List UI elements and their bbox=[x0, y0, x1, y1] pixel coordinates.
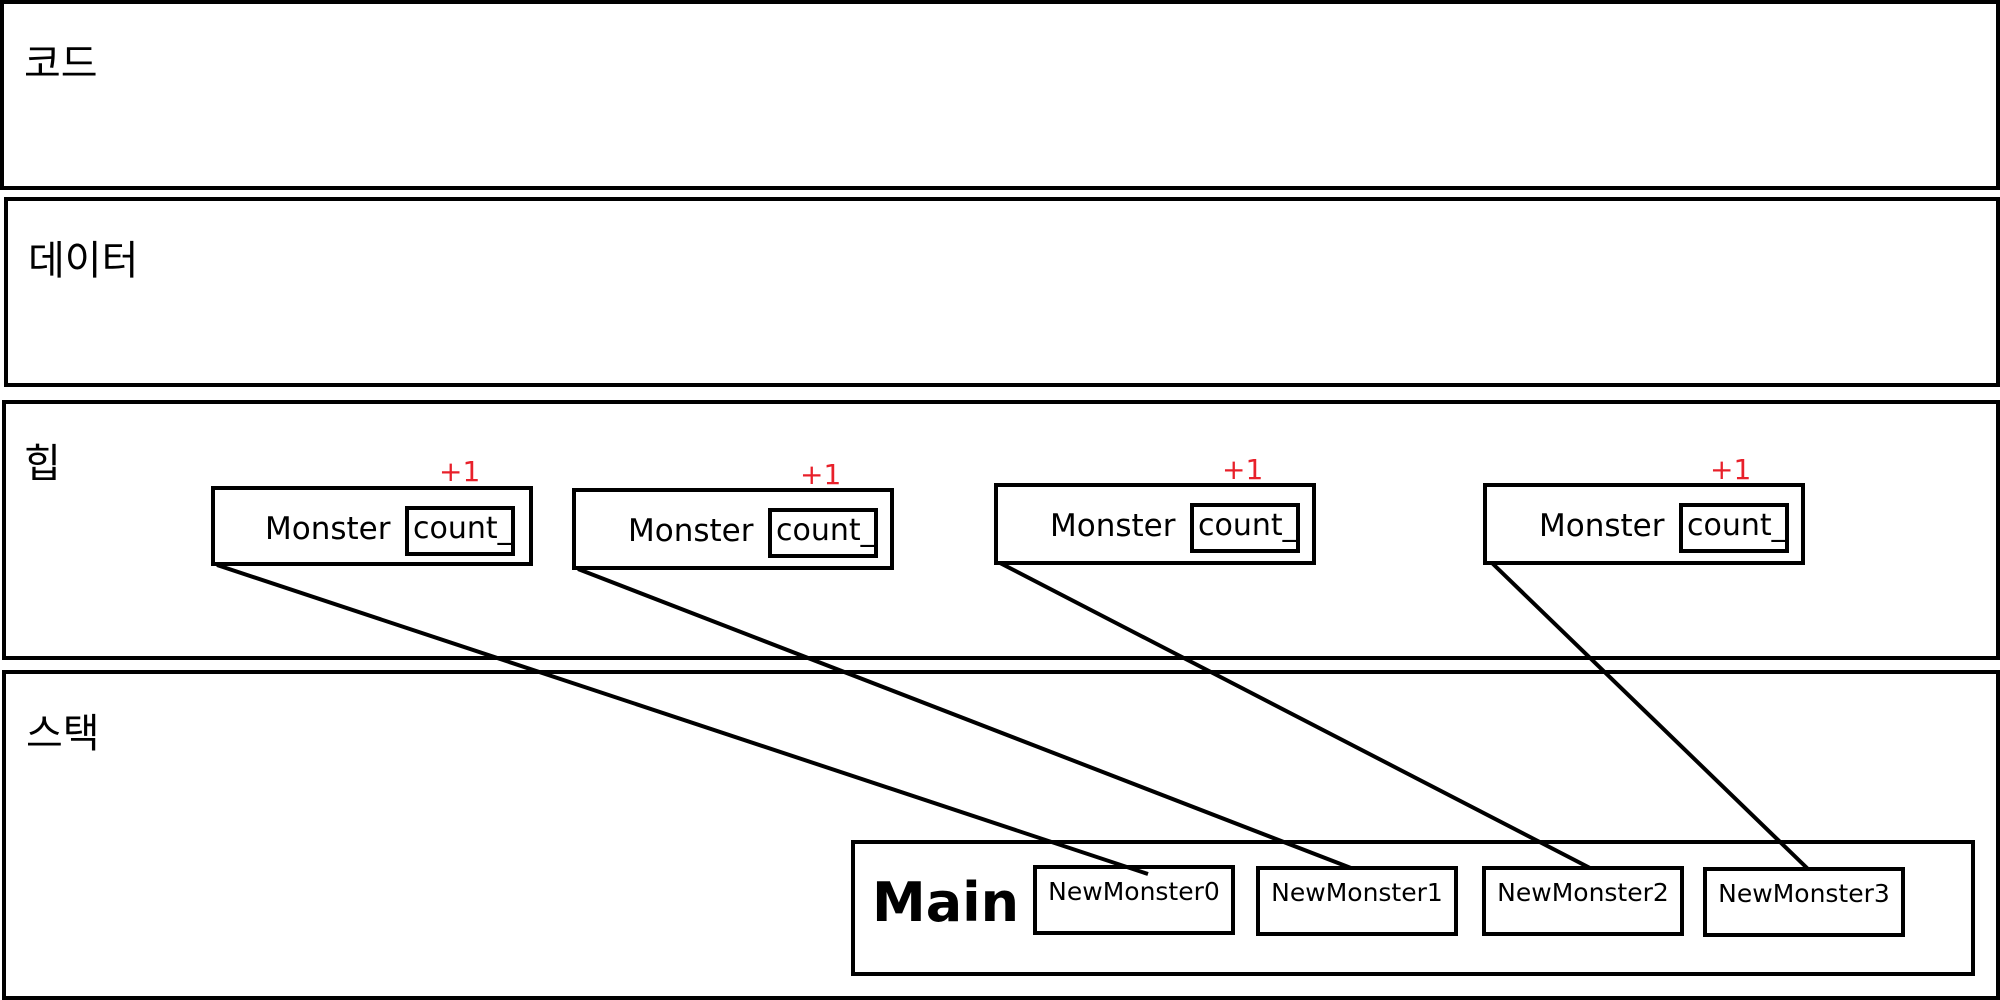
stack-variable-newmonster1: NewMonster1 bbox=[1256, 866, 1458, 936]
stack-variable-newmonster3: NewMonster3 bbox=[1703, 867, 1905, 937]
heap-section-label: 힙 bbox=[24, 441, 61, 487]
data-section-label: 데이터 bbox=[28, 238, 139, 284]
object-class-label: Monster bbox=[1539, 508, 1665, 544]
code-section-label: 코드 bbox=[24, 41, 98, 87]
count-field: count_ bbox=[768, 508, 878, 558]
count-field: count_ bbox=[1679, 503, 1789, 553]
heap-object-monster-2: Monster count_ bbox=[994, 483, 1316, 565]
stack-variable-newmonster0: NewMonster0 bbox=[1033, 865, 1235, 935]
increment-label: +1 bbox=[800, 458, 842, 491]
increment-label: +1 bbox=[439, 455, 481, 488]
count-field: count_ bbox=[405, 506, 515, 556]
object-class-label: Monster bbox=[265, 511, 391, 547]
increment-label: +1 bbox=[1710, 453, 1752, 486]
heap-object-monster-3: Monster count_ bbox=[1483, 483, 1805, 565]
heap-object-monster-0: Monster count_ bbox=[211, 486, 533, 566]
object-class-label: Monster bbox=[628, 513, 754, 549]
heap-object-monster-1: Monster count_ bbox=[572, 488, 894, 570]
count-field: count_ bbox=[1190, 503, 1300, 553]
stack-variable-newmonster2: NewMonster2 bbox=[1482, 866, 1684, 936]
data-section: 데이터 bbox=[4, 197, 2000, 387]
increment-label: +1 bbox=[1222, 453, 1264, 486]
code-section: 코드 bbox=[0, 0, 2000, 190]
main-frame-title: Main bbox=[872, 871, 1020, 934]
object-class-label: Monster bbox=[1050, 508, 1176, 544]
stack-section-label: 스택 bbox=[26, 711, 100, 757]
